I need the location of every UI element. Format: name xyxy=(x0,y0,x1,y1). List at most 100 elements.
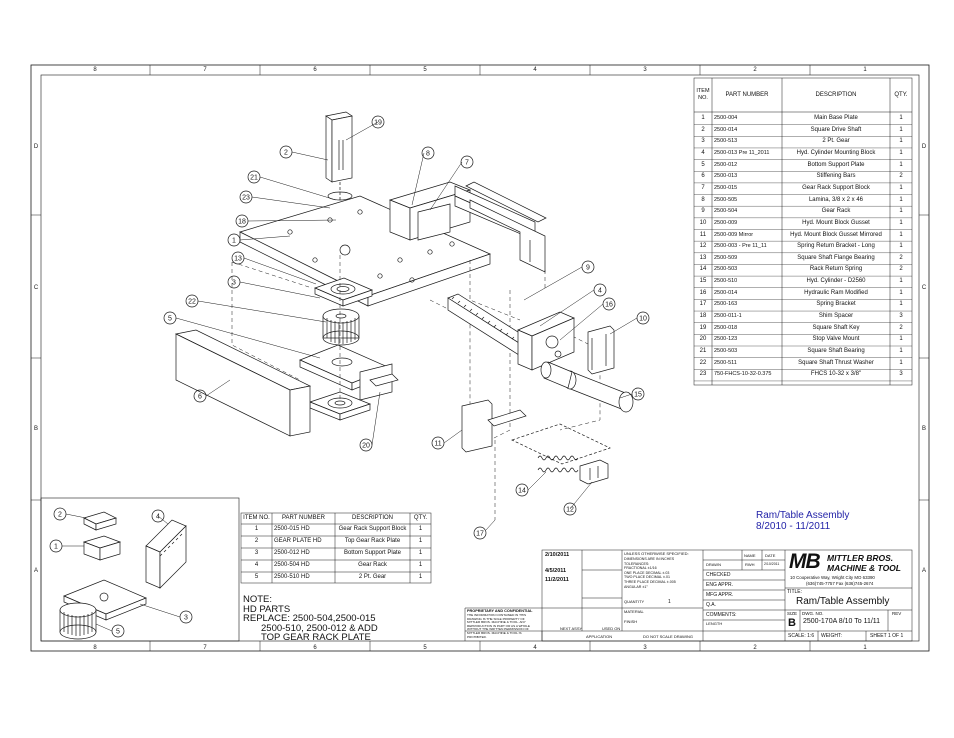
bom-cell: 2500-014 xyxy=(714,289,738,296)
bom-cell: Square Shaft Flange Bearing xyxy=(797,254,875,261)
return-springs xyxy=(537,455,579,473)
cylinder-mount-block xyxy=(517,311,575,371)
bom-cell: 17 xyxy=(699,301,707,308)
hd-cell: Gear Rack xyxy=(358,562,387,568)
bom-cell: 2500-012 xyxy=(714,161,738,168)
revision-note: Ram/Table Assembly 8/2010 - 11/2011 xyxy=(756,510,849,532)
leader-lines xyxy=(175,121,638,531)
bom-cell: 1 xyxy=(899,359,903,366)
bom-cell: 1 xyxy=(899,336,903,343)
zone-col-7-bottom: 7 xyxy=(203,645,207,651)
bom-cell: Shim Spacer xyxy=(818,313,854,320)
svg-text:14: 14 xyxy=(518,488,526,495)
zone-col-7: 7 xyxy=(203,67,207,73)
hd-cell: 1 xyxy=(418,538,423,544)
bom-cell: 2500-505 xyxy=(714,196,738,203)
balloon-14: 14 xyxy=(515,483,529,497)
bom-cell: Square Drive Shaft xyxy=(810,126,862,133)
bom-cell: 13 xyxy=(699,254,707,261)
assembly-drawing xyxy=(174,111,638,531)
balloon-1: 1 xyxy=(227,233,241,247)
revision-title: Ram/Table Assembly xyxy=(756,510,850,521)
balloon-23: 23 xyxy=(239,190,253,204)
svg-text:5: 5 xyxy=(116,629,120,636)
svg-text:10: 10 xyxy=(639,316,647,323)
rack-support-upper xyxy=(388,181,546,273)
hd-cell: 1 xyxy=(254,526,259,532)
svg-text:2: 2 xyxy=(284,150,288,157)
bom-cell: Stiffening Bars xyxy=(816,173,856,180)
svg-text:18: 18 xyxy=(238,219,246,226)
bom-row-lines xyxy=(694,124,912,382)
bom-cell: 18 xyxy=(699,313,707,320)
hd-cell: 2500-012 HD xyxy=(274,550,310,556)
svg-text:4: 4 xyxy=(598,288,602,295)
balloon-19: 19 xyxy=(371,115,385,129)
zone-col-4-bottom: 4 xyxy=(533,645,537,651)
bom-cell: Hyd. Cylinder - D2560 xyxy=(806,278,866,285)
bom-cell: 2500-503 xyxy=(714,266,738,273)
svg-text:19: 19 xyxy=(374,120,382,127)
square-drive-shaft xyxy=(325,111,353,183)
zone-col-8: 8 xyxy=(93,67,97,73)
svg-text:5: 5 xyxy=(168,316,172,323)
svg-text:17: 17 xyxy=(476,531,484,538)
hd-cell: 1 xyxy=(418,526,423,532)
zone-row-b-right: B xyxy=(922,426,926,432)
bom-cell: 2500-510 xyxy=(714,278,738,285)
hd-inset-balloons: 2 1 4 3 5 xyxy=(49,507,193,638)
hd-header-part: PART NUMBER xyxy=(281,515,325,521)
bom-cell: 15 xyxy=(699,278,707,285)
bom-cell: 1 xyxy=(899,231,903,238)
svg-text:2: 2 xyxy=(58,512,62,519)
revision-dates: 8/2010 - 11/2011 xyxy=(756,521,831,532)
bom-cell: 2500-123 xyxy=(714,336,738,343)
hd-cell: 5 xyxy=(254,574,259,580)
bom-cell: 1 xyxy=(899,149,903,156)
bom-cell: 8 xyxy=(701,196,705,203)
zone-row-d: D xyxy=(34,144,39,150)
svg-text:1: 1 xyxy=(232,238,236,245)
bom-cell: Spring Bracket xyxy=(816,301,856,308)
svg-text:8: 8 xyxy=(426,151,430,158)
svg-text:15: 15 xyxy=(634,392,642,399)
hd-cell: GEAR PLATE HD xyxy=(274,538,322,544)
bom-cell: 1 xyxy=(899,278,903,285)
zone-row-d-right: D xyxy=(922,144,927,150)
bom-cell: 1 xyxy=(899,115,903,121)
bom-cell: 2500-504 xyxy=(714,208,738,215)
bom-cell: 1 xyxy=(899,243,903,250)
bom-grid xyxy=(693,77,913,386)
balloon-6: 6 xyxy=(193,389,207,403)
balloon-21: 21 xyxy=(247,170,261,184)
bom-cell: 2500-163 xyxy=(714,301,738,308)
zone-row-c: C xyxy=(34,285,39,291)
bom-cell: 2500-009 xyxy=(714,219,738,226)
bom-cell: 1 xyxy=(701,115,705,121)
svg-text:1: 1 xyxy=(54,544,58,551)
title-block-grid xyxy=(464,549,913,642)
hd-balloon-5: 5 xyxy=(111,624,125,638)
bom-cell: 2500-503 xyxy=(714,348,738,354)
bom-cell: 10 xyxy=(699,219,707,226)
hd-cell: 1 xyxy=(418,550,423,556)
hd-cell: Bottom Support Plate xyxy=(343,550,402,556)
bom-cell: 2500-018 xyxy=(714,324,738,331)
zone-row-a: A xyxy=(34,568,38,574)
zone-col-8-bottom: 8 xyxy=(93,645,97,651)
note-title: NOTE: xyxy=(243,594,273,605)
bom-cell: 20 xyxy=(699,336,707,343)
bom-cell: 3 xyxy=(899,371,903,378)
bom-cell: 19 xyxy=(699,324,707,331)
balloon-2: 2 xyxy=(279,145,293,159)
bom-header-part: PART NUMBER xyxy=(725,92,769,98)
bom-cell: 3 xyxy=(899,313,903,320)
balloon-9: 9 xyxy=(581,260,595,274)
hd-balloon-1: 1 xyxy=(49,539,63,553)
bom-cell: 22 xyxy=(699,359,707,366)
zone-col-4: 4 xyxy=(533,67,537,73)
bom-cell: Main Base Plate xyxy=(814,115,858,121)
bom-cell: 1 xyxy=(899,161,903,168)
zone-col-6: 6 xyxy=(313,67,317,73)
bom-cell: 2500-513 xyxy=(714,138,738,145)
